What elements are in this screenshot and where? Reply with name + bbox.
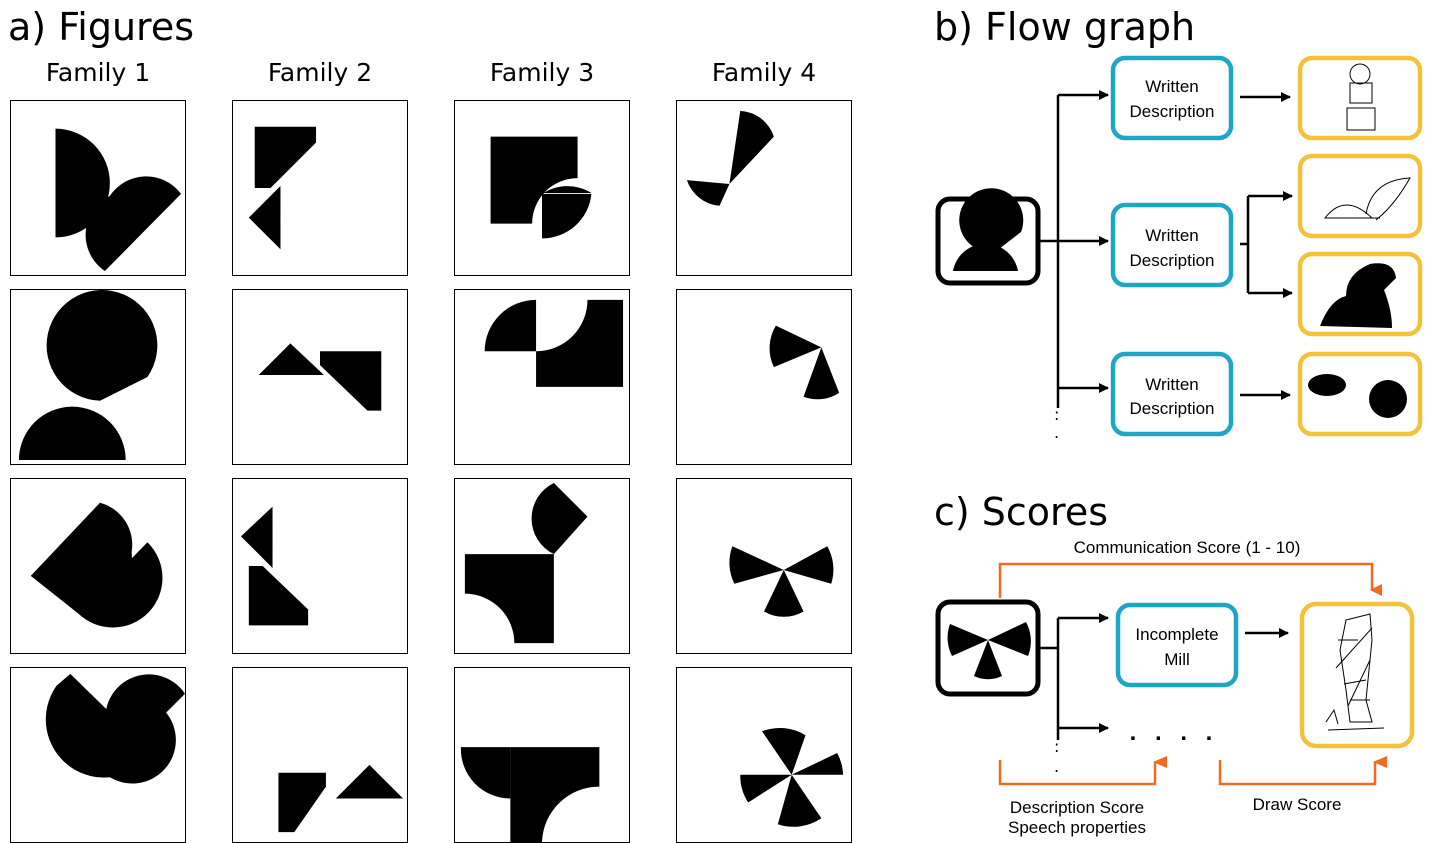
panel-a-title: a) Figures — [8, 5, 195, 49]
figure-f3-r3 — [454, 478, 630, 654]
figure-f4-r1 — [676, 100, 852, 276]
drawing-node-2 — [1297, 153, 1423, 239]
figure-f3-r1 — [454, 100, 630, 276]
svg-text:.: . — [1054, 423, 1059, 442]
panel-b-title: b) Flow graph — [934, 5, 1195, 49]
figure-f1-r1 — [10, 100, 186, 276]
svg-text::: : — [1054, 405, 1059, 424]
figure-f2-r2 — [232, 289, 408, 465]
family-2-label: Family 2 — [267, 58, 373, 87]
description-score-label: Description Score — [1010, 798, 1144, 817]
more-branches-ellipsis: . . . . — [1130, 719, 1219, 746]
family-3-label: Family 3 — [489, 58, 595, 87]
description-node-2: Written Description — [1110, 202, 1234, 288]
source-figure-c — [935, 599, 1041, 697]
figure-f4-r4 — [676, 667, 852, 843]
figure-f2-r1 — [232, 100, 408, 276]
figure-f1-r3 — [10, 478, 186, 654]
communication-score-label: Communication Score (1 - 10) — [1074, 538, 1301, 557]
draw-score-arrow — [1218, 756, 1387, 786]
svg-text:Incomplete: Incomplete — [1135, 625, 1218, 644]
source-figure-b — [935, 188, 1041, 286]
drawing-node-4 — [1297, 351, 1423, 437]
panel-c-title: c) Scores — [934, 490, 1108, 534]
svg-text:Written: Written — [1145, 77, 1199, 96]
family-1-label: Family 1 — [45, 58, 151, 87]
draw-score-label: Draw Score — [1253, 795, 1342, 814]
mill-drawing-node — [1299, 601, 1415, 749]
drawing-node-3 — [1297, 251, 1423, 337]
figure-f3-r2 — [454, 289, 630, 465]
svg-text:.: . — [1054, 757, 1059, 776]
svg-text:Written: Written — [1145, 226, 1199, 245]
svg-text:Description: Description — [1129, 251, 1214, 270]
figure-f4-r2 — [676, 289, 852, 465]
figure-f4-r3 — [676, 478, 852, 654]
description-score-arrow — [998, 756, 1167, 786]
figure-f1-r2 — [10, 289, 186, 465]
description-node-3: Written Description — [1110, 351, 1234, 437]
figure-f2-r4 — [232, 667, 408, 843]
incomplete-mill-node: Incomplete Mill — [1115, 602, 1239, 688]
figure-f2-r3 — [232, 478, 408, 654]
speech-properties-label: Speech properties — [1008, 818, 1146, 837]
svg-text:Mill: Mill — [1164, 650, 1190, 669]
family-4-label: Family 4 — [711, 58, 817, 87]
svg-text:Written: Written — [1145, 375, 1199, 394]
figure-f1-r4 — [10, 667, 186, 843]
communication-score-arrow — [998, 562, 1382, 598]
svg-text:Description: Description — [1129, 102, 1214, 121]
svg-text:Description: Description — [1129, 399, 1214, 418]
svg-text::: : — [1054, 737, 1059, 756]
drawing-node-1 — [1297, 55, 1423, 141]
description-node-1: Written Description — [1110, 55, 1234, 141]
